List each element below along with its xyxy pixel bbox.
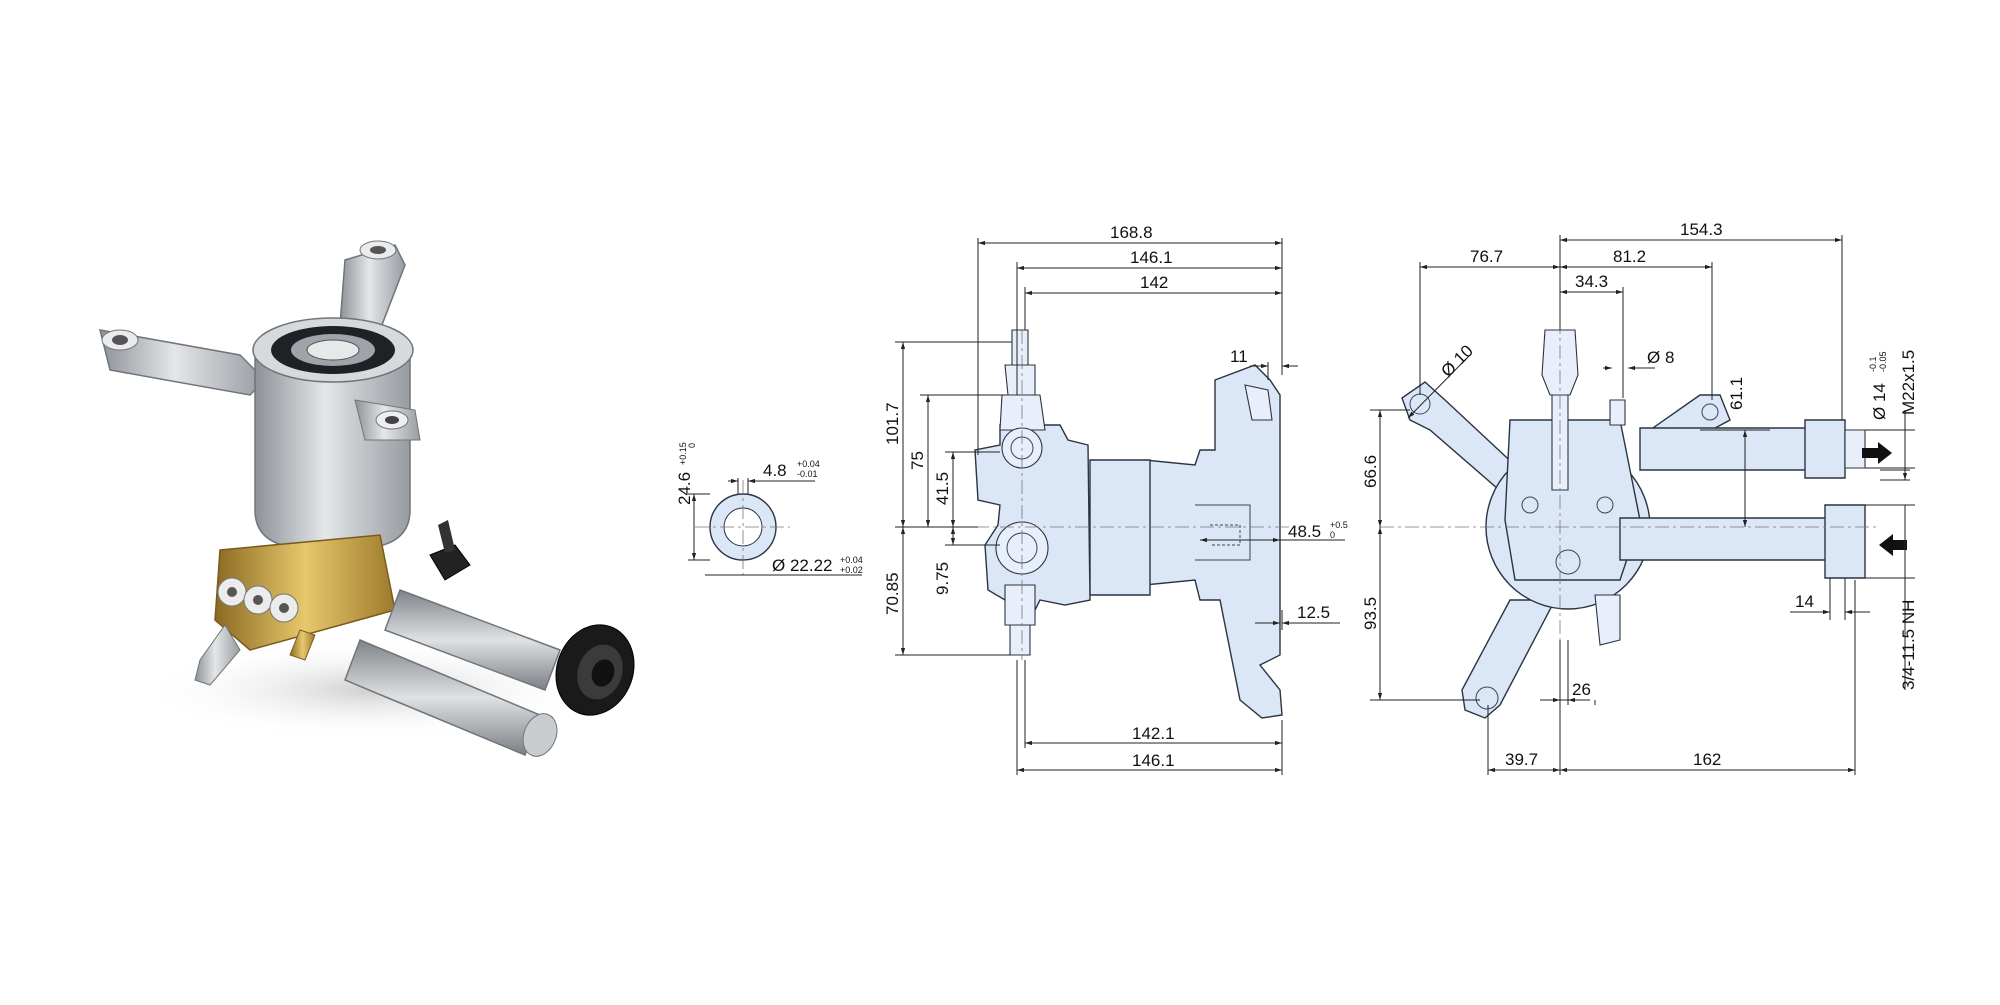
dim-34-3: 34.3: [1575, 272, 1608, 291]
dim-26: 26: [1572, 680, 1591, 699]
dim-dia-10: Ø 10: [1437, 341, 1476, 380]
key-width-tol-upper: +0.04: [797, 459, 820, 469]
dim-146-1-top: 146.1: [1130, 248, 1173, 267]
dim-75: 75: [908, 451, 927, 470]
dim-154-3: 154.3: [1680, 220, 1723, 239]
dim-dia-14: Ø 14: [1870, 383, 1889, 420]
dim-66-6: 66.6: [1361, 455, 1380, 488]
dim-168-8: 168.8: [1110, 223, 1153, 242]
dim-dia-8: Ø 8: [1647, 348, 1674, 367]
thread-outlet: M22x1.5: [1899, 350, 1918, 415]
dim-142-1: 142.1: [1132, 724, 1175, 743]
inlet-arrow-icon: [1879, 534, 1907, 556]
dim-12-5: 12.5: [1297, 603, 1330, 622]
key-width-label: 4.8: [763, 461, 787, 480]
dim-81-2: 81.2: [1613, 247, 1646, 266]
key-width-tol-lower: -0.01: [797, 469, 818, 479]
thread-inlet: 3/4-11.5 NH: [1899, 600, 1918, 690]
dim-93-5: 93.5: [1361, 597, 1380, 630]
dim-48-5-tol-lower: 0: [1330, 530, 1335, 540]
dim-dia-14-tol-upper: -0.1: [1868, 356, 1878, 372]
dim-162: 162: [1693, 750, 1721, 769]
pump-product-photo: [98, 240, 635, 757]
dim-146-1-bottom: 146.1: [1132, 751, 1175, 770]
dim-41-5: 41.5: [933, 472, 952, 505]
dim-dia-14-tol-lower: -0.05: [1878, 351, 1888, 372]
side-view-drawing: 168.8 146.1 142 11 101.7 75 41.5 9.75 70…: [883, 223, 1348, 775]
dim-39-7: 39.7: [1505, 750, 1538, 769]
shaft-diameter-tol-lower: +0.02: [840, 565, 863, 575]
dim-48-5: 48.5: [1288, 522, 1321, 541]
dim-14: 14: [1795, 592, 1814, 611]
dim-70-85: 70.85: [883, 572, 902, 615]
shaft-height-label: 24.6: [675, 472, 694, 505]
dim-11: 11: [1230, 347, 1248, 366]
front-view-drawing: 154.3 76.7 81.2 34.3 Ø 10 Ø 8 61.1 Ø 14 …: [1361, 220, 1918, 775]
dim-76-7: 76.7: [1470, 247, 1503, 266]
dim-101-7: 101.7: [883, 402, 902, 445]
shaft-height-tol-upper: +0.15: [678, 442, 688, 465]
dim-61-1: 61.1: [1727, 377, 1746, 410]
dim-9-75: 9.75: [933, 562, 952, 595]
dim-48-5-tol-upper: +0.5: [1330, 520, 1348, 530]
shaft-diameter-tol-upper: +0.04: [840, 555, 863, 565]
shaft-cross-section: 24.6 +0.15 0 4.8 +0.04 -0.01 Ø 22.22 +0.…: [675, 442, 863, 576]
outlet-arrow-icon: [1862, 442, 1892, 464]
shaft-diameter-label: Ø 22.22: [772, 556, 833, 575]
dim-142: 142: [1140, 273, 1168, 292]
shaft-height-tol-lower: 0: [687, 443, 697, 448]
